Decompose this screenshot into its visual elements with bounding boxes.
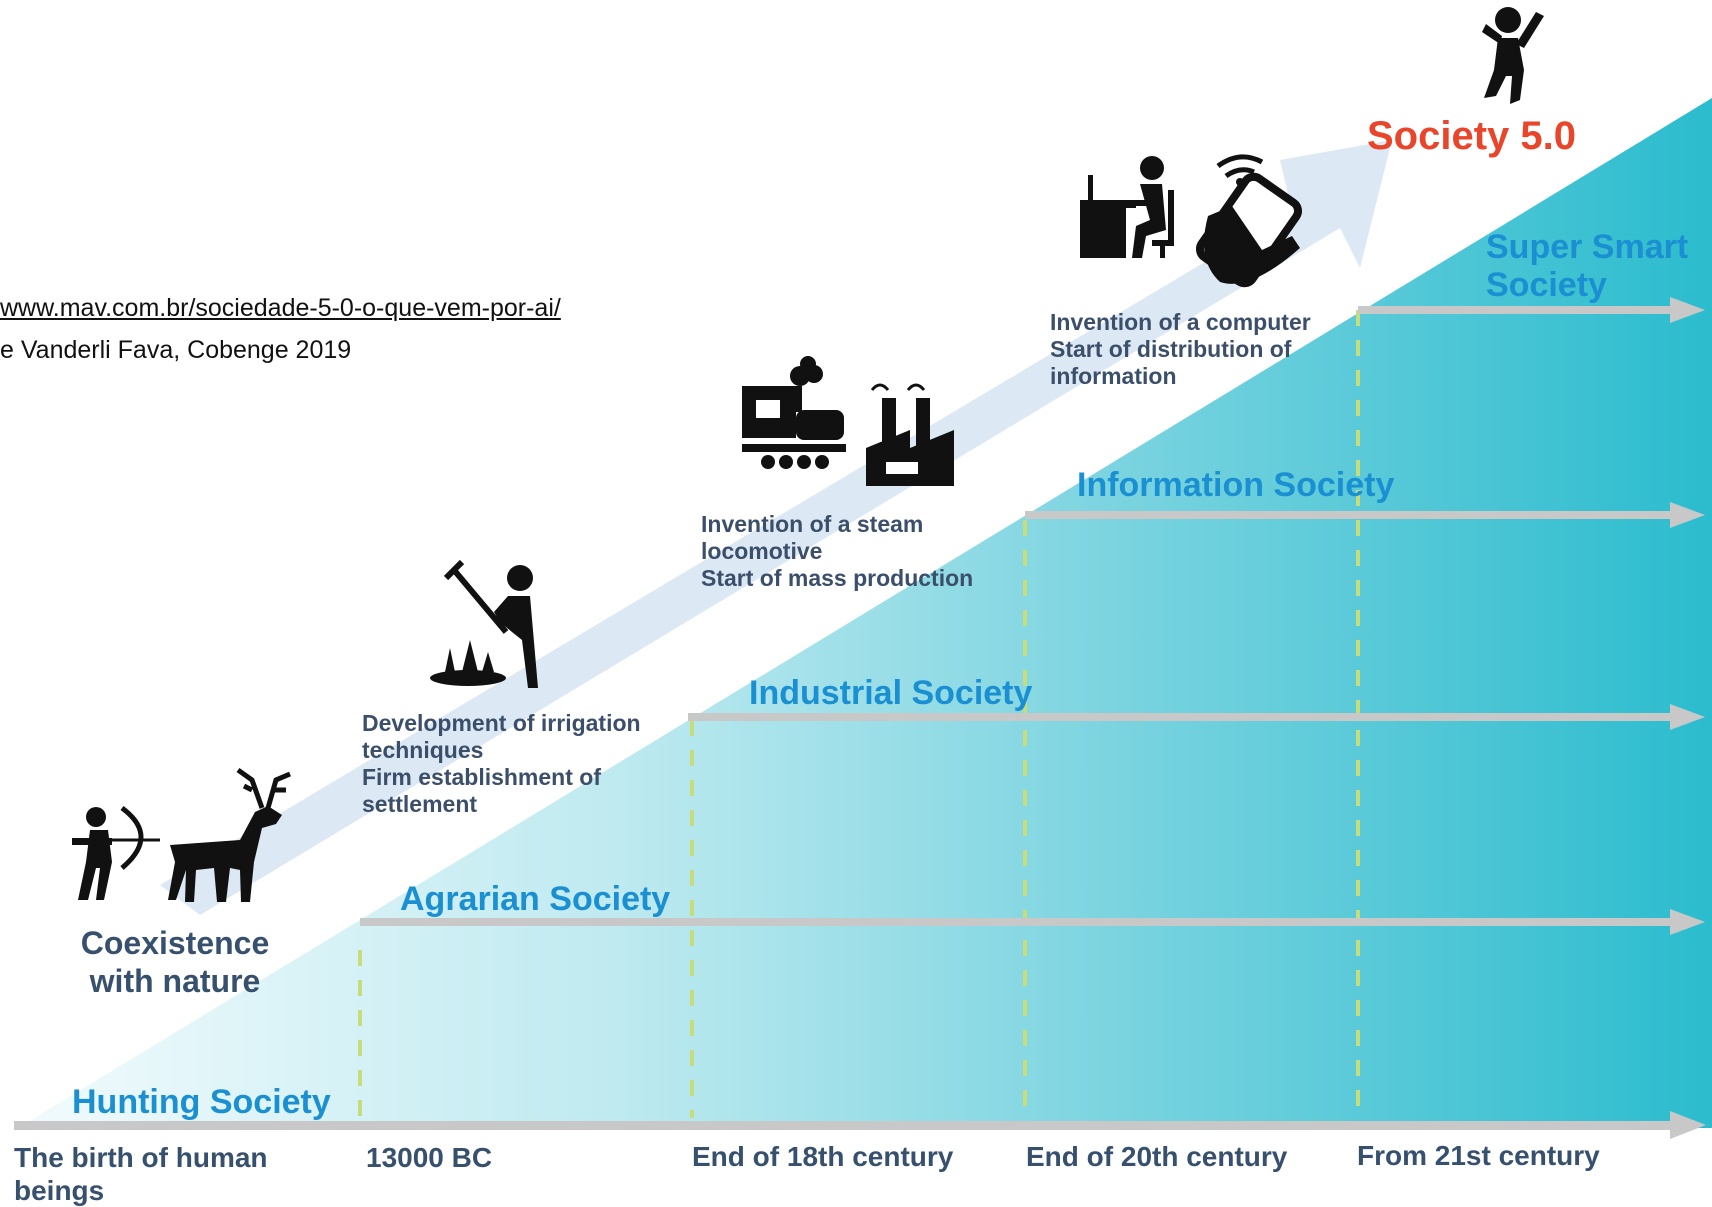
industrial-society-label: Industrial Society [749, 674, 1033, 712]
steam-locomotive-icon [742, 356, 846, 469]
deer-icon [168, 767, 291, 902]
factory-icon [866, 383, 954, 486]
super-smart-society-label: Super Smart Society [1486, 228, 1689, 304]
agrarian-milestone: Development of irrigation techniques Fir… [362, 710, 641, 817]
information-milestone: Invention of a computer Start of distrib… [1050, 309, 1311, 389]
information-society-label: Information Society [1077, 466, 1395, 504]
source-link[interactable]: www.mav.com.br/sociedade-5-0-o-que-vem-p… [0, 294, 561, 322]
hunting-society-label: Hunting Society [72, 1083, 331, 1121]
society-5-title: Society 5.0 [1367, 114, 1577, 158]
era-label-13000bc: 13000 BC [366, 1142, 493, 1173]
era-label-18th-century: End of 18th century [692, 1141, 954, 1172]
era-label-20th-century: End of 20th century [1026, 1141, 1288, 1172]
smartphone-icon [1196, 154, 1302, 288]
farmer-icon [430, 559, 538, 688]
era-label-21st-century: From 21st century [1357, 1140, 1600, 1171]
era-label-birth: The birth of human beings [14, 1142, 268, 1206]
timeline-arrows [14, 297, 1706, 1139]
computer-worker-icon [1080, 156, 1174, 258]
person-jumping-icon [1482, 7, 1544, 104]
growth-ramp [18, 98, 1712, 1128]
agrarian-society-label: Agrarian Society [400, 880, 671, 918]
source-credit: e Vanderli Fava, Cobenge 2019 [0, 336, 352, 364]
coexistence-label: Coexistence with nature [80, 925, 270, 999]
archer-icon [72, 805, 160, 900]
industrial-milestone: Invention of a steam locomotive Start of… [701, 511, 974, 591]
progress-arrow [160, 140, 1392, 915]
